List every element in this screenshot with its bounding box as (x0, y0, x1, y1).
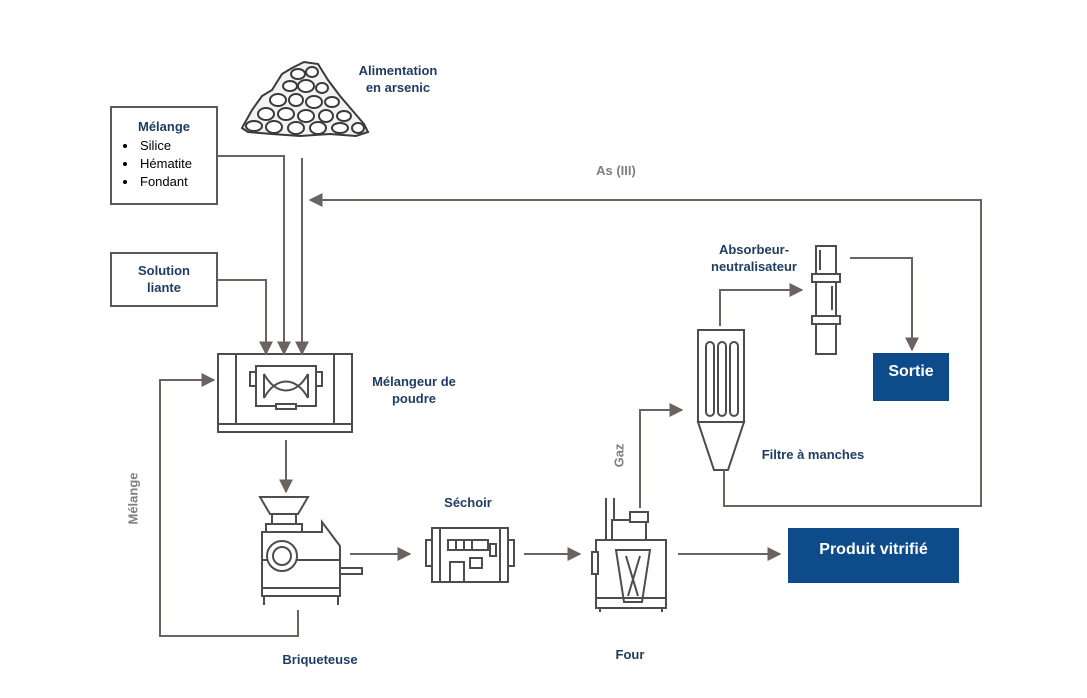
mix-items-list: Silice Hématite Fondant (112, 137, 216, 191)
bag-filter-icon (696, 329, 746, 471)
arrow-as3-recycle (308, 193, 982, 507)
arrow-absorber-to-output (850, 257, 919, 352)
powder-mixer-icon (217, 353, 353, 433)
mix-title: Mélange (137, 119, 190, 134)
arrow-mix-to-mixer (217, 155, 291, 356)
output-box: Sortie (873, 353, 949, 401)
powder-mixer-label: Mélangeur de poudre (372, 374, 456, 406)
dryer-icon (425, 527, 515, 583)
vitrified-product-label: Produit vitrifié (819, 541, 928, 558)
arsenic-pile-icon (240, 60, 370, 138)
binder-label-line1: Solution (138, 263, 190, 278)
arrow-gas-to-filter (639, 403, 684, 508)
binder-label-line2: liante (147, 280, 181, 295)
dryer-label: Séchoir (444, 495, 492, 510)
mix-ingredients-box: Mélange Silice Hématite Fondant (110, 106, 218, 205)
flow-arrows (159, 155, 982, 637)
arrow-filter-to-absorber (719, 283, 804, 326)
gas-label: Gaz (611, 443, 627, 468)
furnace-label: Four (615, 647, 645, 662)
mix-item-hematite: Hématite (138, 155, 216, 173)
mix-item-flux: Fondant (138, 173, 216, 191)
briquetter-label: Briqueteuse (282, 652, 358, 667)
furnace-icon (591, 498, 667, 612)
output-label: Sortie (888, 363, 934, 380)
absorber-icon (811, 245, 841, 355)
recycle-mix-label: Mélange (125, 472, 141, 525)
mix-item-silica: Silice (138, 137, 216, 155)
arsenic-feed-label: Alimentation en arsenic (358, 63, 438, 95)
absorber-label: Absorbeur- neutralisateur (711, 242, 797, 274)
arrow-briquetter-recycle (159, 373, 299, 637)
briquetter-icon (258, 496, 363, 605)
binder-solution-box: Solution liante (110, 252, 218, 307)
arrow-binder-to-mixer (217, 279, 273, 356)
vitrified-product-box: Produit vitrifié (788, 528, 959, 583)
bag-filter-label: Filtre à manches (761, 447, 865, 462)
as3-label: As (III) (596, 163, 636, 178)
